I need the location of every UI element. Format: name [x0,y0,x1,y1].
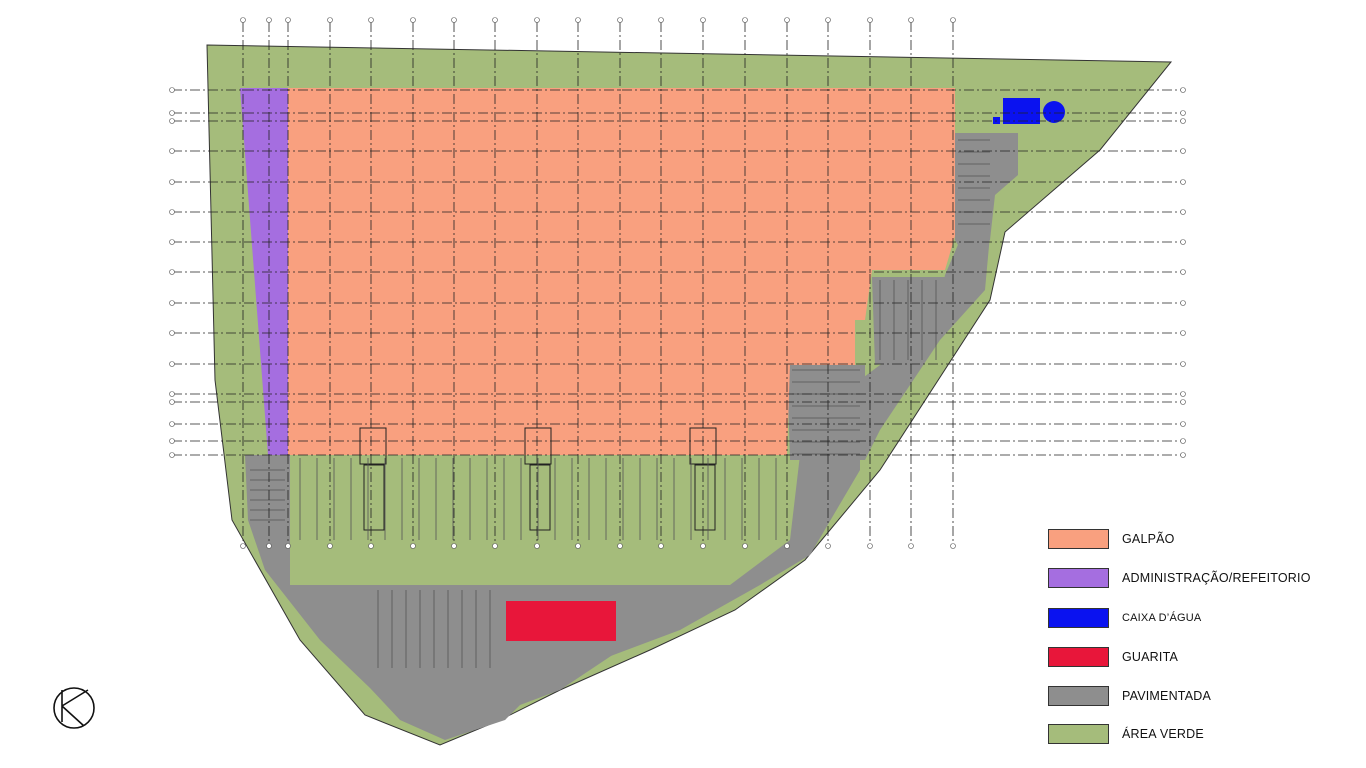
legend-label: GUARITA [1122,650,1179,664]
legend-swatch [1048,724,1109,744]
grid-bubble [534,543,540,549]
legend-label: GALPÃO [1122,532,1175,546]
grid-bubble [700,543,706,549]
grid-bubble [867,17,873,23]
grid-bubble [908,17,914,23]
legend-swatch [1048,568,1109,588]
grid-bubble [1180,438,1186,444]
grid-bubble [169,179,175,185]
legend-swatch [1048,608,1109,628]
legend-swatch [1048,529,1109,549]
grid-bubble [1180,118,1186,124]
grid-bubble [1180,391,1186,397]
grid-bubble [169,239,175,245]
grid-bubble [1180,421,1186,427]
grid-bubble [617,543,623,549]
grid-bubble [285,543,291,549]
grid-bubble [534,17,540,23]
grid-bubble [1180,148,1186,154]
grid-bubble [266,543,272,549]
legend-item-admin: ADMINISTRAÇÃO/REFEITORIO [1048,566,1311,590]
grid-bubble [492,543,498,549]
grid-bubble [327,17,333,23]
legend-item-guarita: GUARITA [1048,645,1178,669]
legend-item-galpao: GALPÃO [1048,527,1175,551]
grid-bubble [266,17,272,23]
grid-bubble [1180,179,1186,185]
legend-item-pavimentada: PAVIMENTADA [1048,684,1211,708]
grid-bubble [1180,239,1186,245]
grid-bubble [617,17,623,23]
grid-bubble [908,543,914,549]
grid-bubble [1180,330,1186,336]
grid-bubble [169,421,175,427]
grid-bubble [658,17,664,23]
grid-bubble [327,543,333,549]
grid-bubble [825,17,831,23]
grid-bubble [1180,209,1186,215]
grid-bubble [700,17,706,23]
grid-bubble [742,543,748,549]
grid-bubble [410,17,416,23]
grid-bubble [169,399,175,405]
admin-area [240,88,288,455]
grid-bubble [368,543,374,549]
parking-lines [250,139,990,668]
grid-bubble [169,269,175,275]
grid-bubble [950,543,956,549]
paved-area [245,133,1018,740]
grid-bubble [825,543,831,549]
grid-bubble [575,17,581,23]
grid-bubble [867,543,873,549]
grid-bubble [169,209,175,215]
grid-bubble [784,17,790,23]
grid-bubble [169,148,175,154]
grid-bubble [1180,300,1186,306]
legend-item-caixa: CAIXA D’ÁGUA [1048,606,1201,630]
grid-bubble [451,543,457,549]
north-arrow-icon [53,687,95,729]
grid-bubbles [169,17,1186,549]
legend-swatch [1048,647,1109,667]
grid-bubble [169,118,175,124]
grid-bubble [169,300,175,306]
grid-bubble [169,452,175,458]
grid-bubble [169,110,175,116]
grid-bubble [169,391,175,397]
grid-bubble [784,543,790,549]
grid-bubble [169,361,175,367]
grid-bubble [950,17,956,23]
grid-bubble [240,543,246,549]
grid-bubble [575,543,581,549]
grid-bubble [658,543,664,549]
guarita-area [506,601,616,641]
grid-bubble [1180,361,1186,367]
legend-item-verde: ÁREA VERDE [1048,722,1204,746]
grid-bubble [240,17,246,23]
legend-label: ADMINISTRAÇÃO/REFEITORIO [1122,571,1311,585]
grid-bubble [1180,399,1186,405]
galpao-area [288,88,955,455]
grid-bubble [1180,452,1186,458]
grid-bubble [451,17,457,23]
grid-bubble [1180,87,1186,93]
legend-label: PAVIMENTADA [1122,689,1212,703]
grid-bubble [169,87,175,93]
grid-bubble [368,17,374,23]
grid-bubble [285,17,291,23]
grid-bubble [1180,269,1186,275]
legend-swatch [1048,686,1109,706]
legend-label: ÁREA VERDE [1122,727,1204,741]
grid-bubble [1180,110,1186,116]
grid-bubble [492,17,498,23]
grid-bubble [169,438,175,444]
grid-bubble [742,17,748,23]
structural-grid [172,22,1182,545]
grid-bubble [410,543,416,549]
caixa-agua-area [993,98,1065,124]
grid-bubble [169,330,175,336]
legend-label: CAIXA D’ÁGUA [1122,612,1202,624]
